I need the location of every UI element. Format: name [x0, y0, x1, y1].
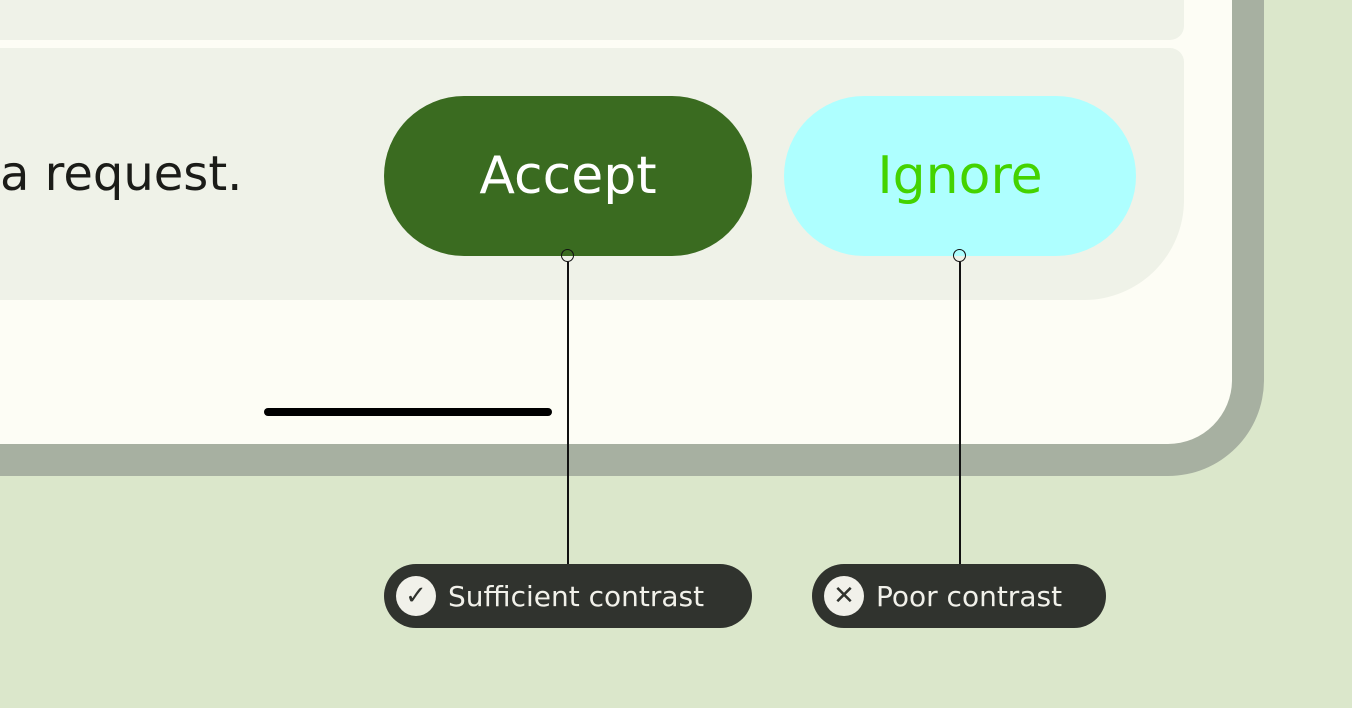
callout-dot-ignore: [953, 249, 966, 262]
sufficient-contrast-text: Sufficient contrast: [448, 579, 705, 613]
x-circle-icon: ✕: [824, 576, 864, 616]
ignore-button[interactable]: Ignore: [784, 96, 1136, 256]
check-circle-icon: ✓: [396, 576, 436, 616]
callout-line-ignore: [959, 262, 961, 564]
home-indicator[interactable]: [264, 408, 552, 416]
callout-dot-accept: [561, 249, 574, 262]
sufficient-contrast-label: ✓ Sufficient contrast: [384, 564, 752, 628]
poor-contrast-label: ✕ Poor contrast: [812, 564, 1106, 628]
accept-button[interactable]: Accept: [384, 96, 752, 256]
callout-line-accept: [567, 262, 569, 564]
poor-contrast-text: Poor contrast: [876, 579, 1063, 613]
previous-card: [0, 0, 1184, 40]
request-message: a request.: [0, 146, 243, 202]
